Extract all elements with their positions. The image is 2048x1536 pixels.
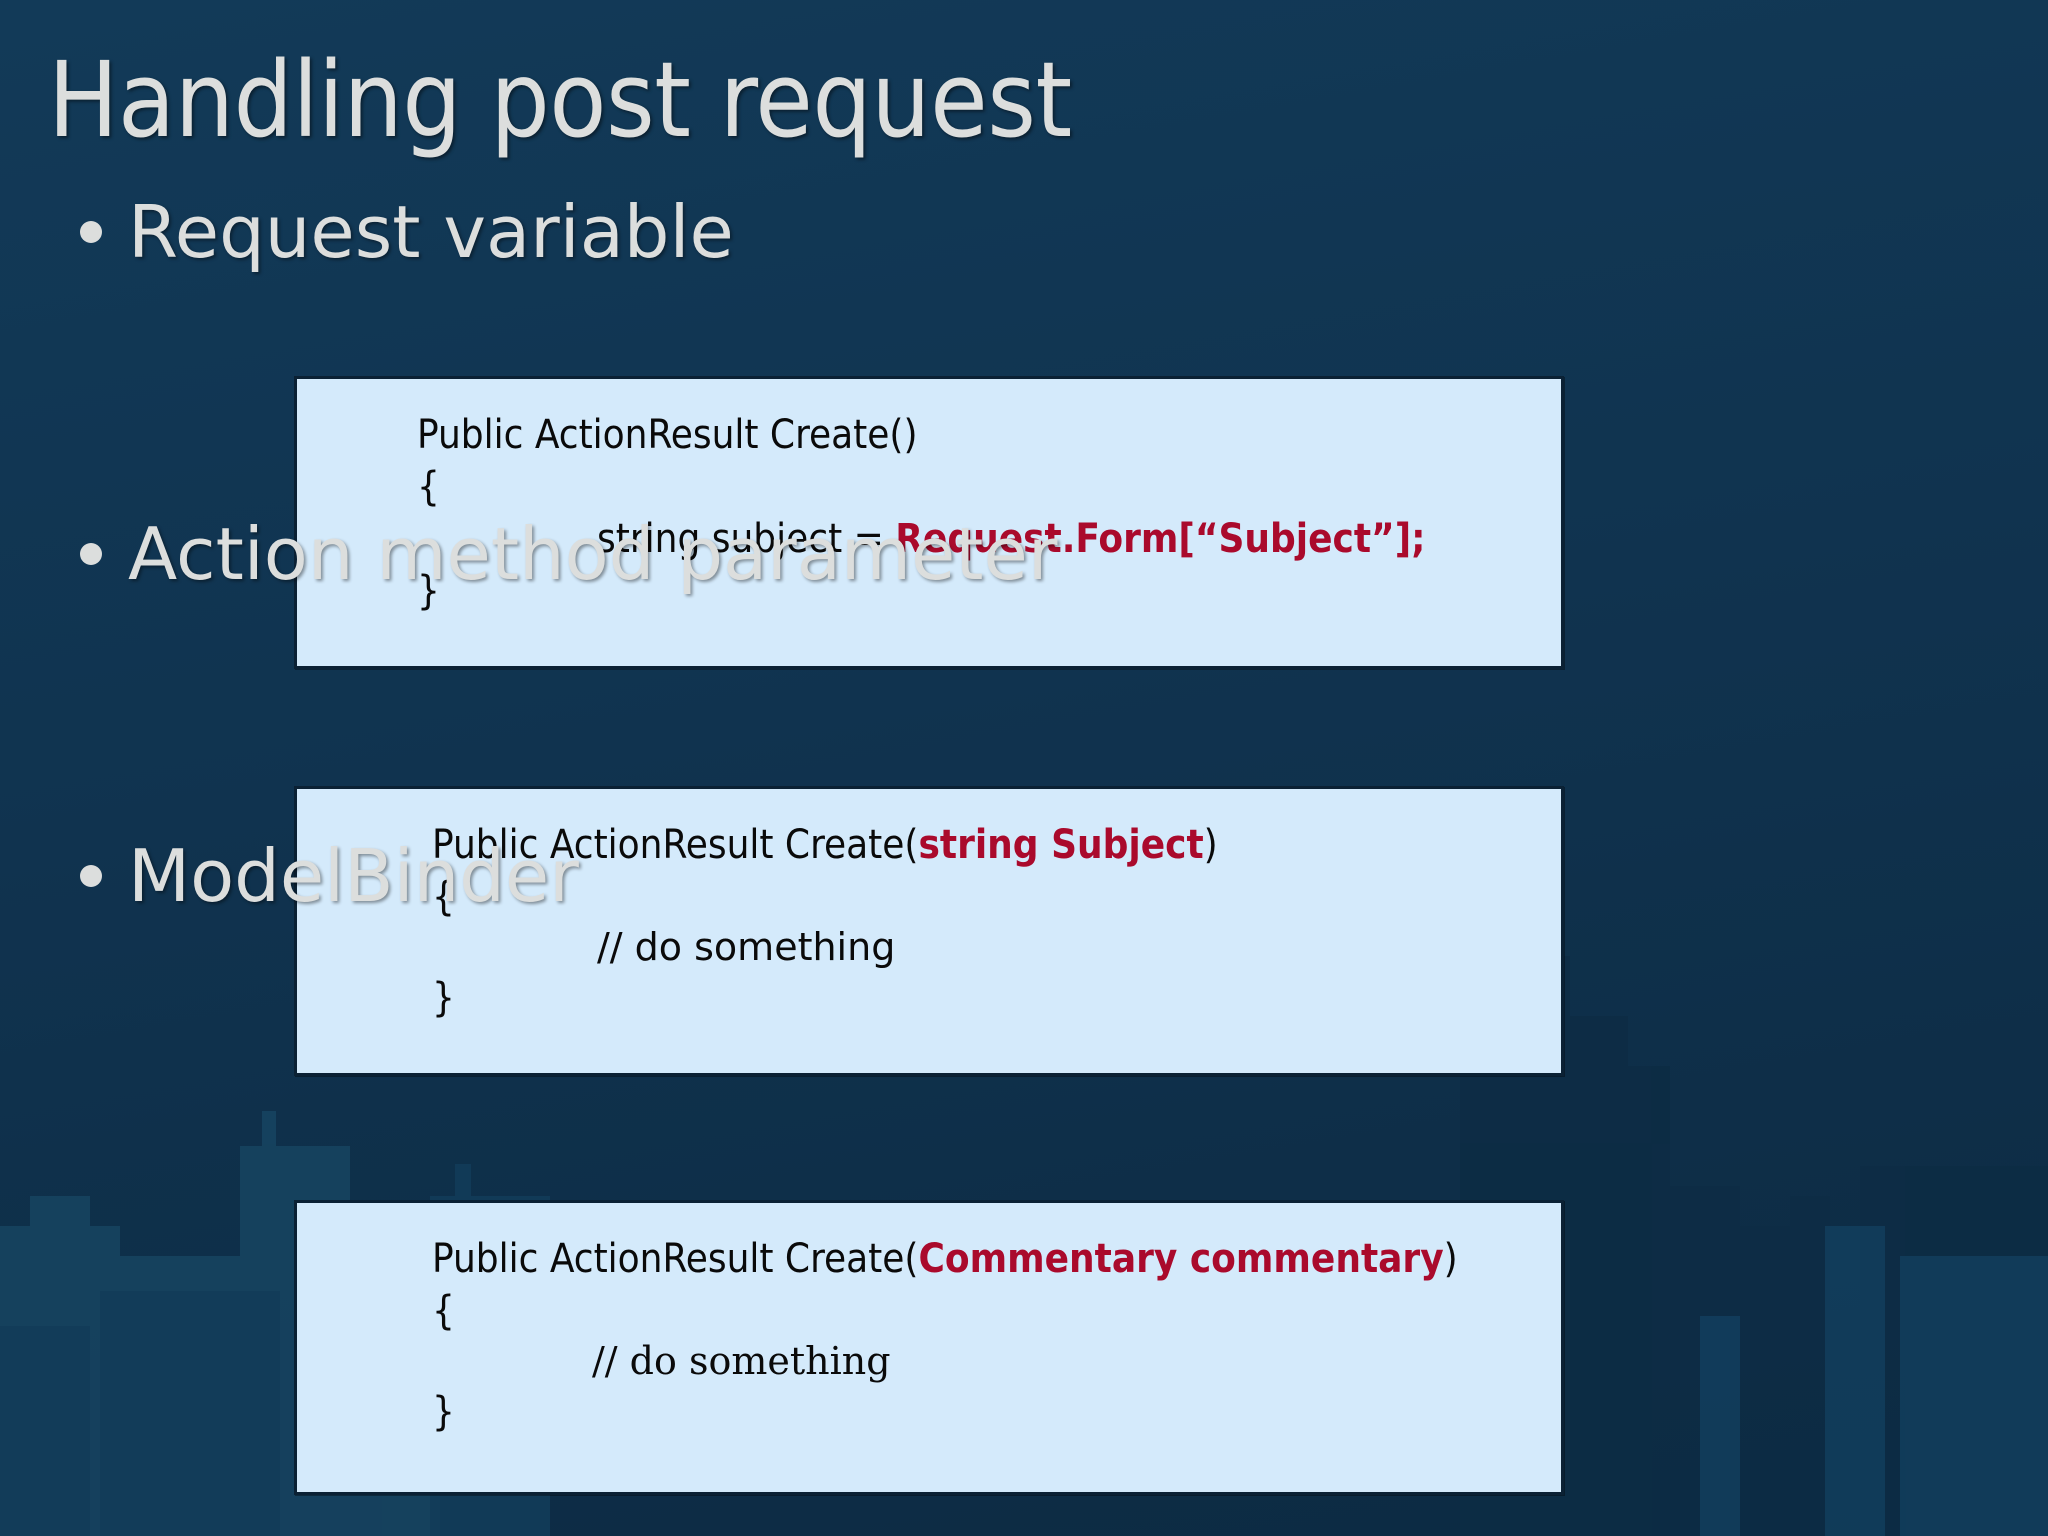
code-text: string subject = xyxy=(597,516,896,562)
code-block-request-variable: Public ActionResult Create() { string su… xyxy=(294,376,1564,669)
bullet-label: Action method parameter xyxy=(128,512,1058,596)
bullet-dot-icon xyxy=(80,543,102,565)
code-block-modelbinder: Public ActionResult Create(Commentary co… xyxy=(294,1200,1564,1495)
code-keyword: string Subject xyxy=(918,822,1204,868)
code-line: Public ActionResult Create(string Subjec… xyxy=(297,819,1561,871)
code-keyword: Commentary commentary xyxy=(918,1236,1444,1282)
code-text: ) xyxy=(1203,822,1218,868)
code-line: } xyxy=(432,1389,455,1436)
code-block-action-method-parameter: Public ActionResult Create(string Subjec… xyxy=(294,786,1564,1076)
bullet-dot-icon xyxy=(80,865,102,887)
code-line: Public ActionResult Create(Commentary co… xyxy=(297,1233,1561,1285)
bullet-item-action-method-parameter: Action method parameter xyxy=(80,518,1057,590)
code-keyword: Request.Form[“Subject”]; xyxy=(895,516,1426,562)
code-text: Public ActionResult Create( xyxy=(432,1236,919,1282)
code-line: { xyxy=(432,1288,455,1334)
bullet-item-request-variable: Request variable xyxy=(80,196,734,268)
page-title: Handling post request xyxy=(48,39,1072,161)
bullet-dot-icon xyxy=(80,221,102,243)
bullet-item-modelbinder: ModelBinder xyxy=(80,840,579,912)
bullet-label: Request variable xyxy=(128,190,734,274)
code-line: { xyxy=(417,464,440,510)
code-line: string subject = Request.Form[“Subject”]… xyxy=(297,513,1561,565)
code-line: // do something xyxy=(597,925,896,969)
bullet-label: ModelBinder xyxy=(128,834,579,918)
code-text: ) xyxy=(1443,1236,1458,1282)
code-line: // do something xyxy=(592,1339,891,1383)
code-line: { xyxy=(432,874,455,920)
code-line: } xyxy=(417,568,440,614)
code-line: Public ActionResult Create() xyxy=(417,412,918,458)
code-text: Public ActionResult Create( xyxy=(432,822,919,868)
code-line: } xyxy=(432,975,455,1022)
